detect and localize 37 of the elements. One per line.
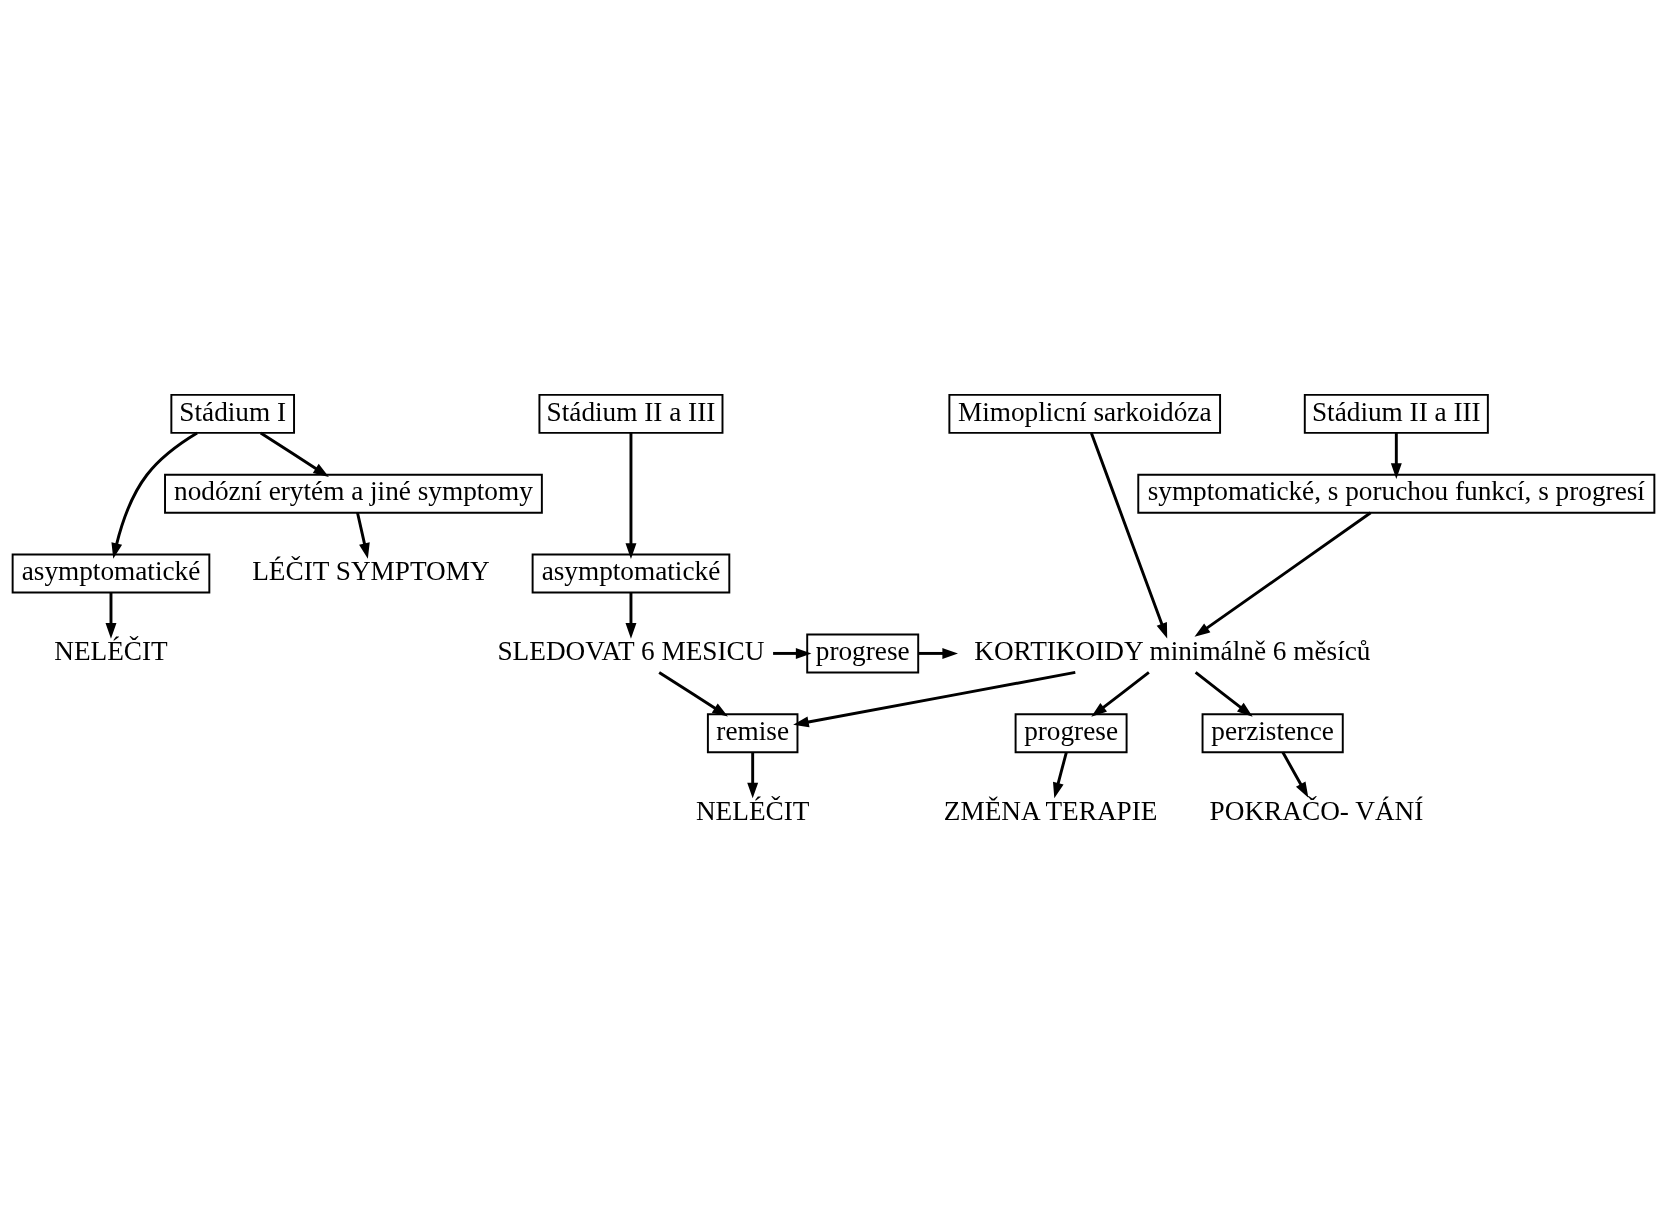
node-box: perzistence [1201, 713, 1344, 754]
arrow [747, 752, 759, 799]
node-box: progrese [1014, 713, 1128, 754]
node-box: Stádium II a III [1303, 393, 1489, 434]
arrow [1091, 671, 1150, 717]
arrow [1281, 751, 1309, 798]
node-text: NELÉČIT [54, 636, 168, 667]
arrow [658, 671, 728, 717]
node-box: symptomatické, s poruchou funkcí, s progresí [1137, 473, 1656, 514]
node-text: KORTIKOIDY minimálně 6 měsíců [974, 636, 1371, 667]
arrow [625, 592, 637, 639]
node-box: progrese [806, 633, 920, 674]
arrow [105, 592, 117, 639]
node-box: asymptomatické [531, 553, 731, 594]
node-box: Stádium II a III [538, 393, 724, 434]
node-box: Stádium I [170, 393, 296, 434]
arrow [1090, 432, 1168, 639]
node-text: NELÉČIT [695, 795, 810, 826]
node-box: nodózní erytém a jiné symptomy [164, 473, 543, 514]
arrow [625, 432, 637, 559]
arrow [111, 431, 198, 559]
arrow [259, 431, 329, 477]
arrow [356, 512, 370, 559]
arrow [1194, 511, 1372, 637]
arrow [773, 647, 812, 659]
node-text: SLEDOVAT 6 MESICU [497, 636, 765, 667]
node-text: ZMĚNA TERAPIE [943, 795, 1158, 826]
node-text: POKRAČO- VÁNÍ [1209, 795, 1424, 826]
node-box: asymptomatické [11, 553, 211, 594]
arrow [1194, 671, 1253, 717]
arrow [1053, 751, 1068, 799]
arrow [918, 647, 958, 659]
node-box: remise [706, 713, 799, 754]
node-text: LÉČIT SYMPTOMY [252, 556, 490, 587]
arrow [793, 670, 1076, 728]
arrow [1390, 432, 1402, 479]
node-box: Mimoplicní sarkoidóza [948, 393, 1222, 434]
